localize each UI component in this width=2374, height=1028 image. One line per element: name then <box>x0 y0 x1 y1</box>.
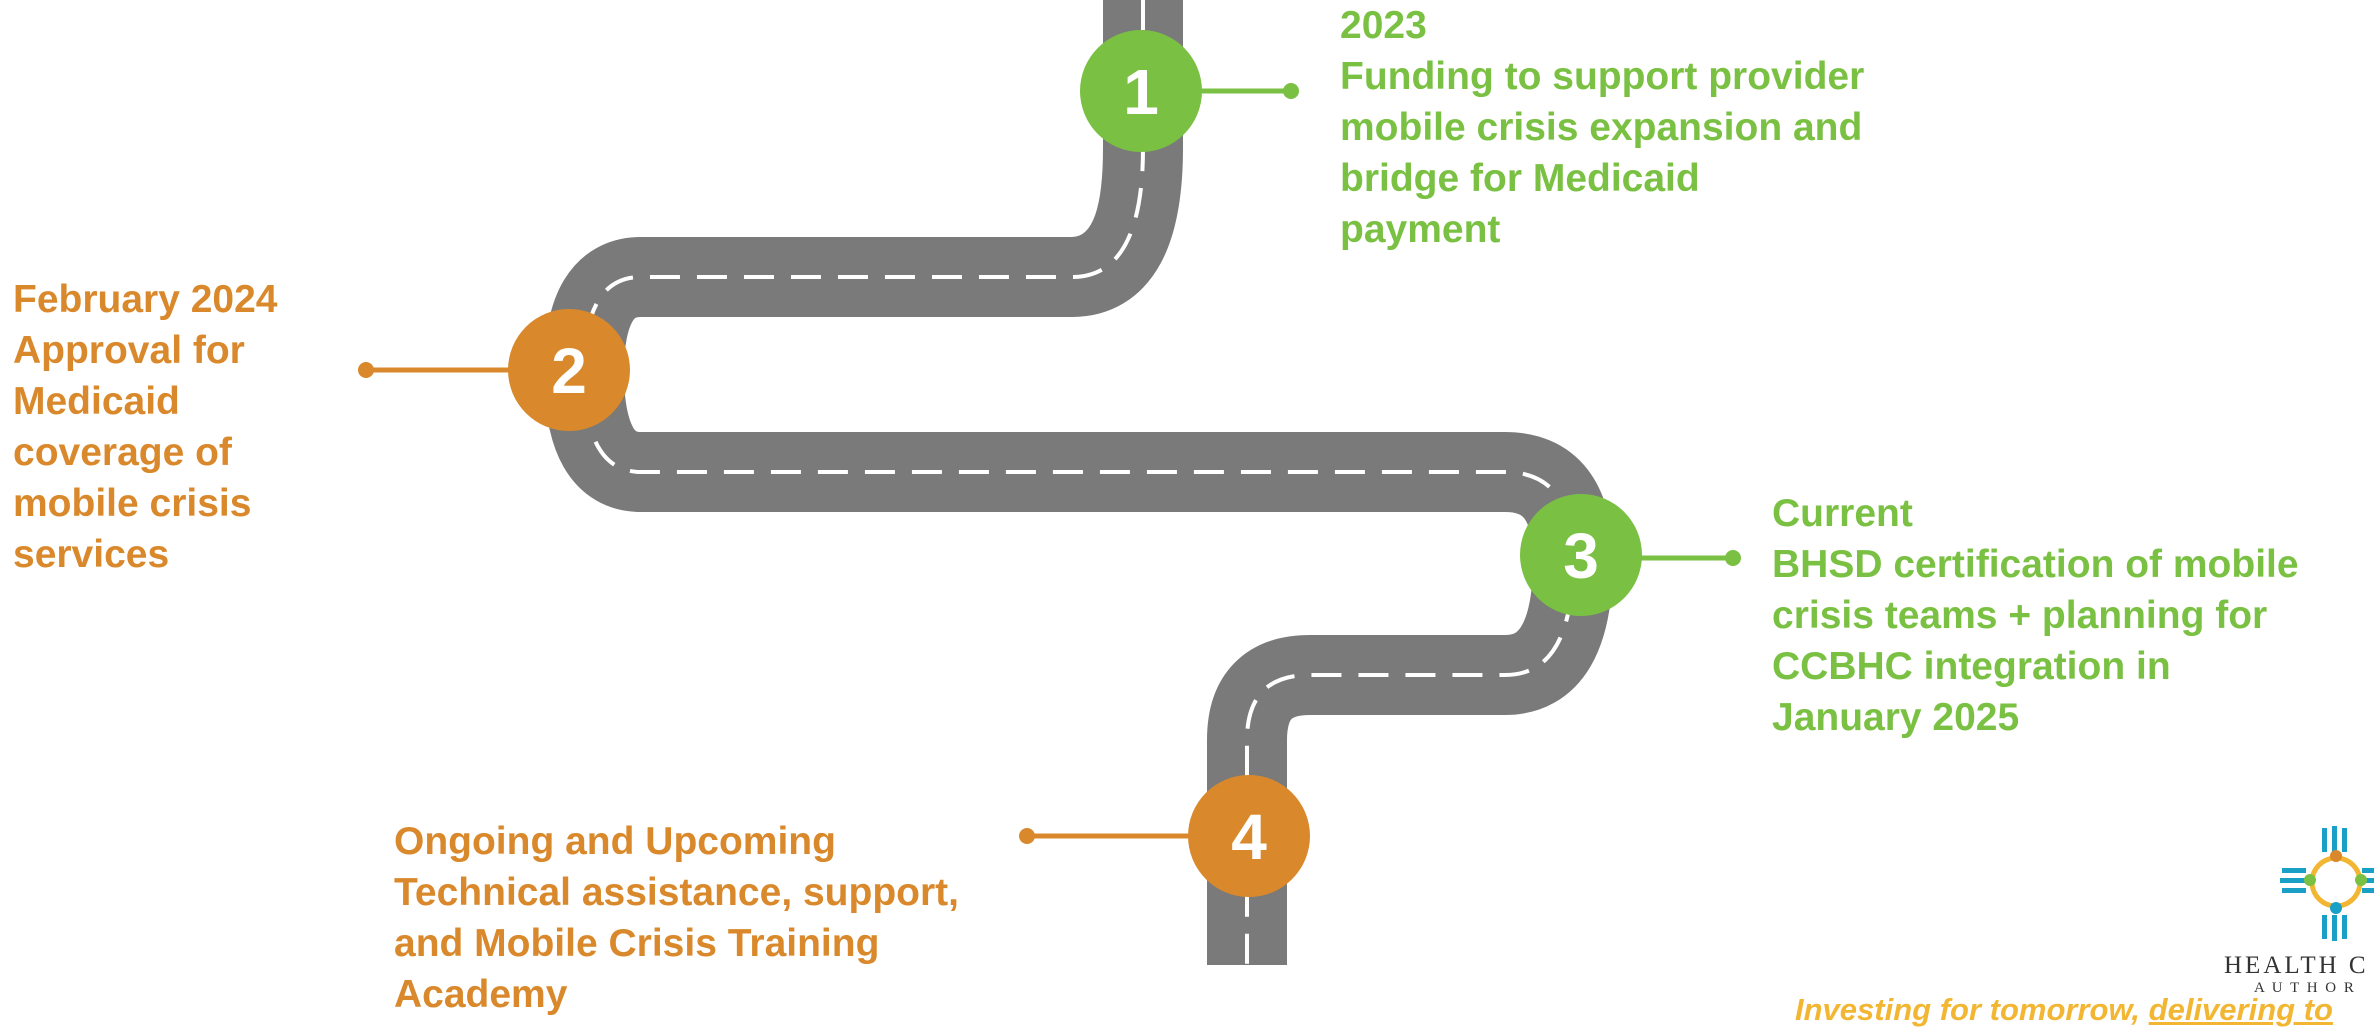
milestone-2-desc-line: services <box>13 533 170 576</box>
milestone-number-4: 4 <box>1231 801 1267 873</box>
milestone-2-text: February 2024 Approval for Medicaid cove… <box>13 274 278 580</box>
milestone-3-desc-line: January 2025 <box>1772 696 2020 739</box>
milestone-3-date: Current <box>1772 492 1913 535</box>
milestone-4-text: Ongoing and Upcoming Technical assistanc… <box>394 816 959 1020</box>
connector-4 <box>1019 828 1190 844</box>
milestone-1-desc-line: bridge for Medicaid <box>1340 157 1700 200</box>
tagline-part-1: Investing for tomorrow, <box>1795 992 2149 1027</box>
tagline: Investing for tomorrow, delivering to <box>1795 992 2333 1028</box>
milestone-2-date: February 2024 <box>13 278 278 321</box>
milestone-1-desc-line: Funding to support provider <box>1340 55 1865 98</box>
milestone-3-desc-line: CCBHC integration in <box>1772 645 2171 688</box>
milestone-2-desc-line: mobile crisis <box>13 482 252 525</box>
zia-sun-people-icon <box>2280 826 2374 941</box>
milestone-2-desc-line: Medicaid <box>13 380 180 423</box>
tagline-part-2: delivering to <box>2148 992 2333 1027</box>
milestone-3-text: Current BHSD certification of mobile cri… <box>1772 488 2299 743</box>
milestone-1-date: 2023 <box>1340 4 1427 47</box>
milestone-number-2: 2 <box>551 335 587 407</box>
milestone-4-desc-line: and Mobile Crisis Training <box>394 922 880 965</box>
milestone-marker-4: 4 <box>1188 775 1310 897</box>
milestone-2-desc-line: Approval for <box>13 329 245 372</box>
milestone-3-desc-line: BHSD certification of mobile <box>1772 543 2299 586</box>
milestone-2-desc-line: coverage of <box>13 431 232 474</box>
milestone-3-desc-line: crisis teams + planning for <box>1772 594 2268 637</box>
logo-name-line-1: HEALTH C <box>2224 952 2369 979</box>
milestone-4-desc-line: Academy <box>394 973 568 1016</box>
milestone-number-3: 3 <box>1563 520 1599 592</box>
milestone-marker-2: 2 <box>508 309 630 431</box>
connector-2 <box>358 362 512 378</box>
milestone-number-1: 1 <box>1123 56 1159 128</box>
road-center-dashes <box>581 0 1576 965</box>
milestone-marker-1: 1 <box>1080 30 1202 152</box>
organization-logo: HEALTH C A U T H O R <box>2224 826 2374 996</box>
logo-name-line-2: A U T H O R <box>2254 980 2356 996</box>
connector-3 <box>1640 550 1741 566</box>
milestone-marker-3: 3 <box>1520 494 1642 616</box>
connector-1 <box>1200 83 1299 99</box>
milestone-4-date: Ongoing and Upcoming <box>394 820 836 863</box>
road <box>543 0 1614 965</box>
milestone-1-desc-line: payment <box>1340 208 1501 251</box>
milestone-1-desc-line: mobile crisis expansion and <box>1340 106 1863 149</box>
milestone-4-desc-line: Technical assistance, support, <box>394 871 959 914</box>
milestone-1-text: 2023 Funding to support provider mobile … <box>1340 0 1864 255</box>
